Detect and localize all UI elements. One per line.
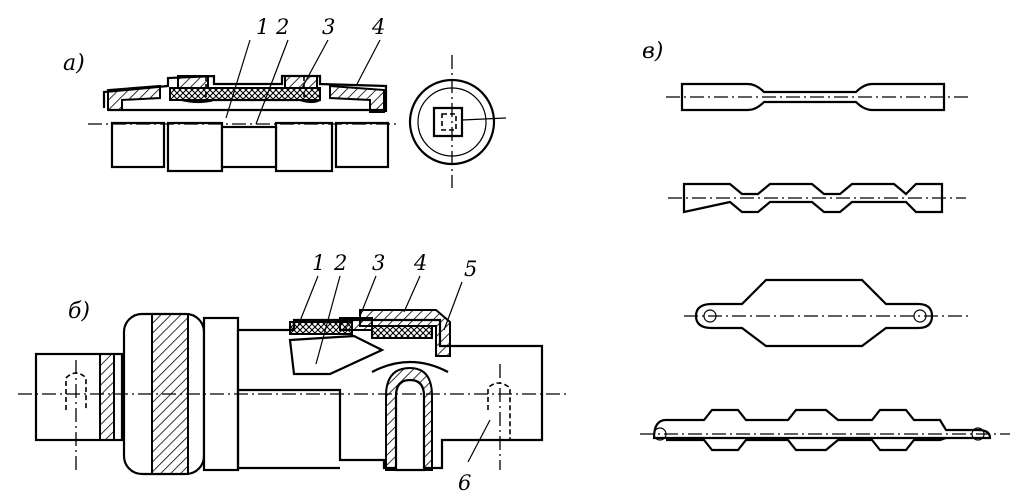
b-callout-3: 3 [372, 251, 385, 275]
fuse-strip-4 [640, 408, 1010, 452]
a-callout-2: 2 [275, 15, 289, 39]
panel-a: а) 1 2 [63, 15, 507, 188]
panel-a-label: а) [63, 51, 85, 76]
panel-v-label: в) [642, 39, 663, 64]
panel-b-label: б) [68, 299, 90, 324]
a-callout-1: 1 [256, 15, 269, 39]
panel-b-assembly [18, 275, 566, 476]
b-callout-6: 6 [458, 471, 471, 495]
b-callout-2: 2 [333, 251, 347, 275]
panel-b: б) [18, 251, 566, 495]
fuse-strip-1 [666, 82, 968, 112]
panel-a-end-view [408, 55, 507, 188]
a-callout-4: 4 [371, 15, 385, 39]
b-callout-4: 4 [413, 251, 427, 275]
a-callout-3: 3 [322, 15, 335, 39]
fuse-strip-2 [668, 182, 966, 214]
panel-v: в) [640, 39, 1010, 452]
b-callout-5: 5 [464, 257, 477, 281]
panel-a-assembly [88, 39, 400, 173]
fuse-strip-3 [684, 278, 972, 348]
b-callout-1: 1 [312, 251, 325, 275]
